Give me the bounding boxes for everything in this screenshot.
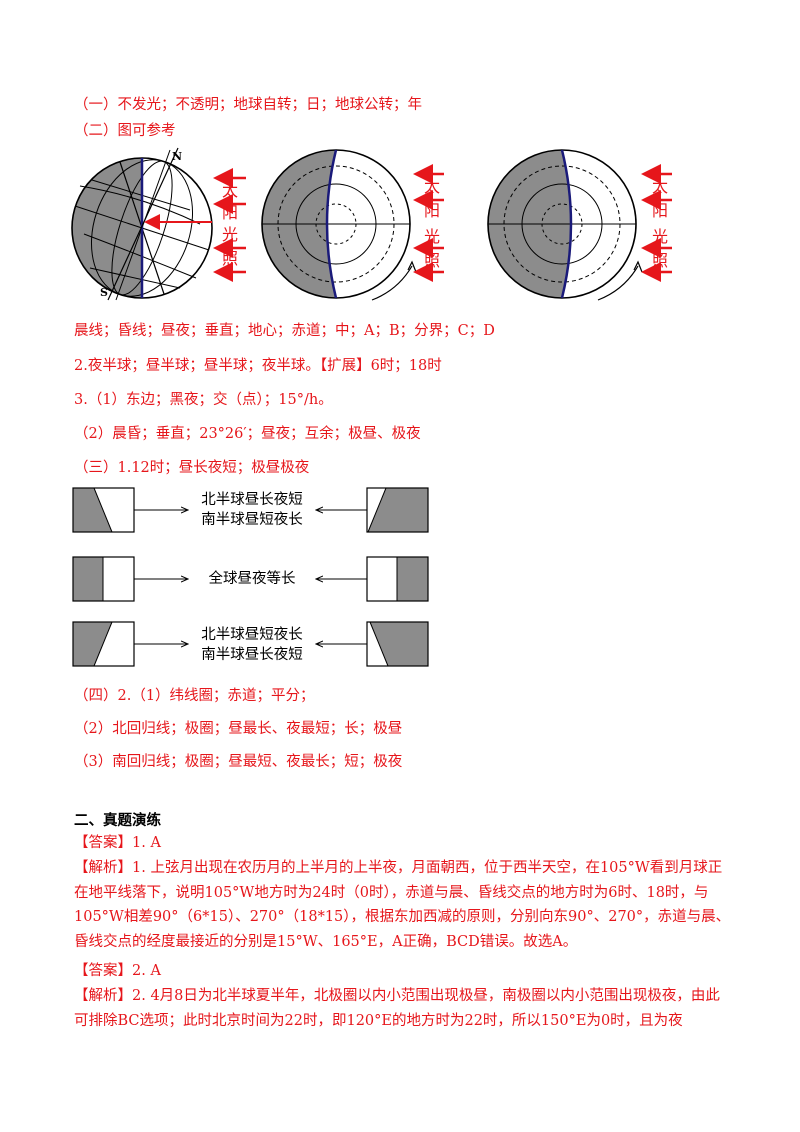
svg-text:光: 光 [222,225,238,244]
daynight-length-diagram [72,487,429,667]
row1-label-2: 南半球昼短夜长 [201,512,303,528]
section-heading: 二、真题演练 [74,812,161,829]
analysis-2: 【解析】2. 4月8日为北半球夏半年，北极圈以内小范围出现极昼，南极圈以内小范围… [74,988,720,1029]
svg-text:阳: 阳 [652,201,668,220]
svg-text:太: 太 [222,181,238,200]
answer-line-4: 2.夜半球；昼半球；昼半球；夜半球。【扩展】6时；18时 [74,358,442,374]
sunlight-label-1: 太 阳 光 照 [222,181,238,268]
svg-text:照: 照 [652,251,668,270]
south-label: S [100,286,108,299]
sunlight-arrows-2 [413,164,444,282]
svg-text:太: 太 [424,177,440,196]
section4-line-1: （四）2.（1）纬线圈；赤道；平分； [74,688,315,704]
svg-text:光: 光 [652,227,668,246]
answer-1: 【答案】1. A [74,835,161,851]
answer-line-2: （二）图可参考 [74,123,176,139]
answer-line-1: （一）不发光；不透明；地球自转；日；地球公转；年 [74,97,422,113]
sunlight-label-3: 太 阳 光 照 [652,177,668,270]
answer-line-5: 3.（1）东边；黑夜；交（点）；15°/h。 [74,392,333,408]
svg-text:照: 照 [424,251,440,270]
section4-line-2: （2）北回归线；极圈；昼最长、夜最短；长；极昼 [74,721,403,737]
globe-polar-view-2 [487,149,643,301]
sunlight-arrows-3 [641,164,672,282]
north-label: N [172,150,182,163]
svg-text:照: 照 [222,249,238,268]
svg-text:光: 光 [424,227,440,246]
section4-line-3: （3）南回归线；极圈；昼最短、夜最长；短；极夜 [74,754,403,770]
svg-text:阳: 阳 [424,201,440,220]
answer-line-6: （2）晨昏；垂直；23°26′；昼夜；互余；极昼、极夜 [74,426,421,442]
globe-diagram: N S 太 阳 光 照 太 阳 光 照 [71,147,672,301]
row2-label: 全球昼夜等长 [208,571,296,587]
svg-text:太: 太 [652,177,668,196]
row1-label-1: 北半球昼长夜短 [201,492,303,508]
sunlight-label-2: 太 阳 光 照 [424,177,440,270]
answer-2: 【答案】2. A [74,963,161,979]
analysis-1: 【解析】1. 上弦月出现在农历月的上半月的上半夜，月面朝西，位于西半天空，在10… [74,860,731,950]
answer-line-3: 晨线；昏线；昼夜；垂直；地心；赤道；中；A；B；分界；C；D [74,323,495,339]
globe-side-view: N S [71,147,213,301]
row3-label-2: 南半球昼长夜短 [201,647,303,663]
row3-label-1: 北半球昼短夜长 [201,627,303,643]
globe-polar-view-1 [261,149,417,301]
answer-line-7: （三）1.12时；昼长夜短；极昼极夜 [74,460,310,476]
svg-text:阳: 阳 [222,203,238,222]
sunlight-arrows-1 [213,168,246,282]
